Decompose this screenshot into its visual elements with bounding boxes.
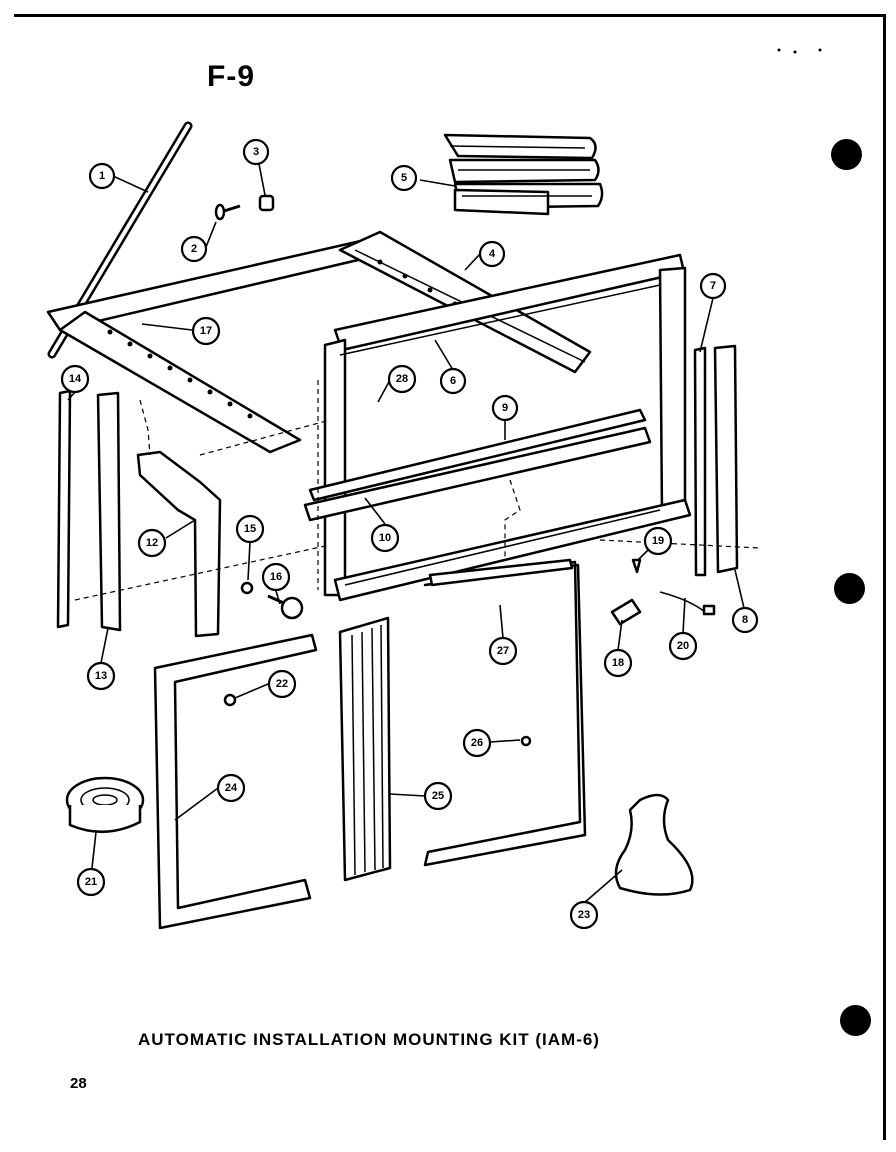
callout-14: 14 — [60, 364, 90, 394]
part-left-l-frame — [153, 633, 318, 930]
callout-24: 24 — [216, 773, 246, 803]
part-left-strips — [56, 389, 122, 632]
svg-text:4: 4 — [489, 248, 496, 260]
callout-21: 21 — [76, 867, 106, 897]
part-top-frame — [46, 238, 377, 454]
part-clip-cord — [610, 558, 716, 626]
svg-text:9: 9 — [502, 402, 508, 414]
callout-28: 28 — [387, 364, 417, 394]
svg-text:13: 13 — [95, 670, 107, 682]
part-right-strips — [693, 344, 739, 577]
callout-20: 20 — [668, 631, 698, 661]
figure-label: F-9 — [207, 60, 255, 93]
callout-13: 13 — [86, 661, 116, 691]
callout-7: 7 — [699, 272, 727, 300]
part-foam-panel — [338, 616, 392, 882]
callout-3: 3 — [242, 138, 270, 166]
svg-text:27: 27 — [497, 645, 509, 657]
part-foam-seal — [443, 133, 604, 216]
alignment-lines — [74, 380, 761, 601]
callout-18: 18 — [603, 648, 633, 678]
callout-17: 17 — [191, 316, 221, 346]
bracket-holes — [107, 329, 253, 419]
svg-text:20: 20 — [677, 640, 689, 652]
callout-25: 25 — [423, 781, 453, 811]
callout-1: 1 — [88, 162, 116, 190]
callout-4: 4 — [478, 240, 506, 268]
svg-text:17: 17 — [200, 325, 212, 337]
svg-text:21: 21 — [85, 876, 97, 888]
part-right-l-frame — [423, 558, 587, 867]
page-number: 28 — [70, 1075, 87, 1092]
svg-text:7: 7 — [710, 280, 716, 292]
binder-hole-bottom — [840, 1005, 871, 1036]
svg-text:3: 3 — [253, 146, 259, 158]
svg-text:10: 10 — [379, 532, 391, 544]
part-support-bracket — [136, 450, 222, 638]
callout-27: 27 — [488, 636, 518, 666]
svg-text:1: 1 — [99, 170, 105, 182]
callout-19: 19 — [643, 526, 673, 556]
svg-text:6: 6 — [450, 375, 456, 387]
part-tape-roll — [65, 776, 145, 834]
svg-text:23: 23 — [578, 909, 590, 921]
svg-text:15: 15 — [244, 523, 256, 535]
svg-text:16: 16 — [270, 571, 282, 583]
part-small-screw — [520, 735, 532, 747]
svg-text:24: 24 — [225, 782, 238, 794]
svg-text:5: 5 — [401, 172, 407, 184]
svg-text:2: 2 — [191, 243, 197, 255]
part-channels — [303, 408, 652, 522]
callout-2: 2 — [180, 235, 208, 263]
callout-26: 26 — [462, 728, 492, 758]
callout-15: 15 — [235, 514, 265, 544]
part-knob — [240, 581, 304, 620]
callout-6: 6 — [439, 367, 467, 395]
svg-text:18: 18 — [612, 657, 624, 669]
callout-8: 8 — [731, 606, 759, 634]
callout-balloons: 1 2 3 4 5 6 7 8 9 10 12 13 14 15 16 17 1… — [60, 138, 759, 930]
part-screw-nut — [214, 194, 275, 221]
scan-specks — [777, 48, 822, 54]
callout-23: 23 — [569, 900, 599, 930]
callout-9: 9 — [491, 394, 519, 422]
diagram-caption: AUTOMATIC INSTALLATION MOUNTING KIT (IAM… — [138, 1030, 600, 1049]
svg-text:12: 12 — [146, 537, 158, 549]
svg-text:25: 25 — [432, 790, 444, 802]
svg-text:19: 19 — [652, 535, 664, 547]
binder-hole-top — [831, 139, 862, 170]
page-border — [14, 14, 886, 1140]
svg-text:8: 8 — [742, 614, 748, 626]
callout-16: 16 — [261, 562, 291, 592]
callout-12: 12 — [137, 528, 167, 558]
callout-5: 5 — [390, 164, 418, 192]
part-main-frame — [323, 253, 692, 602]
svg-text:14: 14 — [69, 373, 82, 385]
binder-hole-middle — [834, 573, 865, 604]
svg-text:22: 22 — [276, 678, 288, 690]
svg-text:28: 28 — [396, 373, 408, 385]
callout-22: 22 — [267, 669, 297, 699]
svg-text:26: 26 — [471, 737, 483, 749]
callout-10: 10 — [370, 523, 400, 553]
part-bag — [614, 793, 694, 896]
